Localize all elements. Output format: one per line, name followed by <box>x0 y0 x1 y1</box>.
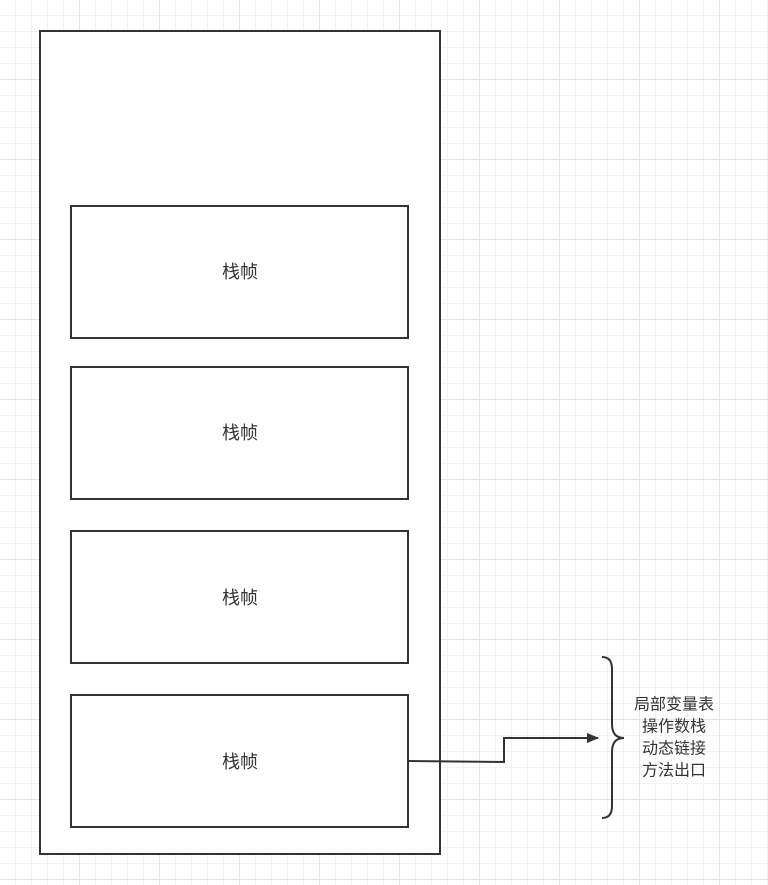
detail-line-operand-stack: 操作数栈 <box>642 717 706 736</box>
frame-details: 局部变量表 操作数栈 动态链接 方法出口 <box>634 695 714 780</box>
stack-frame-1: 栈帧 <box>70 205 409 339</box>
stack-frame-box <box>70 205 409 339</box>
detail-line-return-address: 方法出口 <box>642 761 706 780</box>
stack-frame-box <box>70 366 409 500</box>
stack-frame-4: 栈帧 <box>70 694 409 828</box>
detail-line-local-variables: 局部变量表 <box>634 695 714 714</box>
detail-line-dynamic-linking: 动态链接 <box>642 739 706 758</box>
stack-frame-2: 栈帧 <box>70 366 409 500</box>
connector-arrow <box>407 733 599 764</box>
stack-frame-label: 栈帧 <box>222 752 258 773</box>
stack-frame-label: 栈帧 <box>222 588 258 609</box>
stack-frame-box <box>70 530 409 664</box>
stack-frame-3: 栈帧 <box>70 530 409 664</box>
stack-frame-label: 栈帧 <box>222 423 258 444</box>
stack-frame-box <box>70 694 409 828</box>
stack-frame-label: 栈帧 <box>222 262 258 283</box>
curly-brace <box>601 656 625 819</box>
